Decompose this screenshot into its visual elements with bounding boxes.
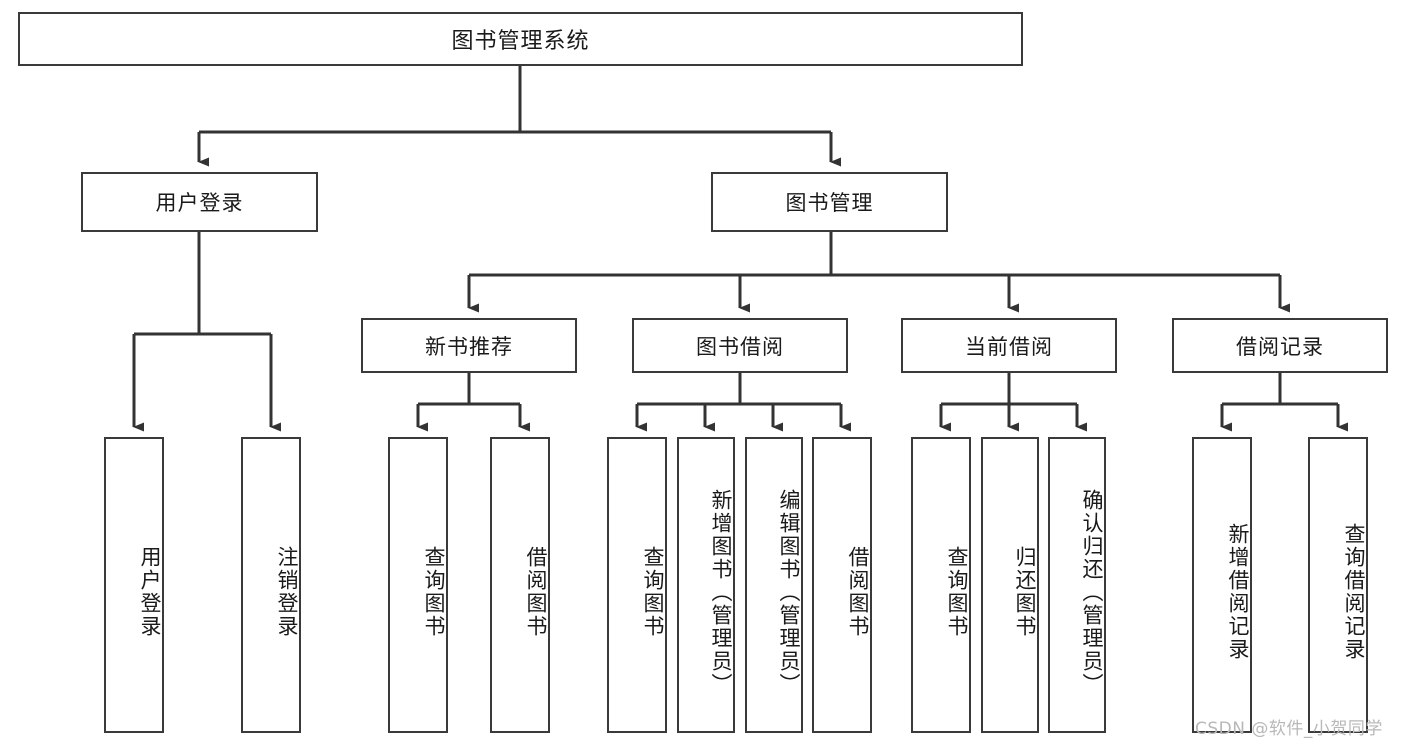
node-new-book-recommend[interactable]: 新书推荐 (361, 318, 577, 373)
node-new-book-recommend-label: 新书推荐 (425, 334, 513, 359)
node-leaf-user-login-label: 用户登录 (138, 546, 162, 638)
node-leaf-user-login[interactable]: 用户登录 (104, 437, 164, 733)
node-leaf-query-book-1[interactable]: 查询图书 (388, 437, 448, 733)
node-leaf-query-borrow-record[interactable]: 查询借阅记录 (1308, 437, 1368, 733)
node-borrow-record-label: 借阅记录 (1236, 334, 1324, 359)
node-leaf-add-book-admin-label: 新增图书（管理员） (709, 488, 733, 696)
node-book-borrow-label: 图书借阅 (696, 334, 784, 359)
node-leaf-add-borrow-record[interactable]: 新增借阅记录 (1192, 437, 1252, 733)
node-leaf-query-book-3-label: 查询图书 (945, 546, 969, 638)
node-leaf-add-book-admin[interactable]: 新增图书（管理员） (677, 437, 735, 733)
node-root-label: 图书管理系统 (451, 29, 590, 54)
node-leaf-logout-login-label: 注销登录 (275, 546, 299, 638)
node-book-management[interactable]: 图书管理 (711, 172, 948, 232)
node-leaf-borrow-book-2-label: 借阅图书 (846, 546, 870, 638)
node-book-management-label: 图书管理 (785, 191, 874, 215)
csdn-watermark: CSDN @软件_小贺同学 (1195, 719, 1383, 739)
node-user-login[interactable]: 用户登录 (81, 172, 318, 232)
node-leaf-edit-book-admin-label: 编辑图书（管理员） (777, 488, 801, 696)
node-leaf-query-book-3[interactable]: 查询图书 (911, 437, 971, 733)
node-leaf-add-borrow-record-label: 新增借阅记录 (1226, 523, 1250, 661)
node-leaf-query-book-2-label: 查询图书 (641, 546, 665, 638)
node-leaf-return-book-label: 归还图书 (1013, 546, 1037, 638)
node-leaf-borrow-book-1-label: 借阅图书 (524, 546, 548, 638)
node-leaf-borrow-book-1[interactable]: 借阅图书 (490, 437, 550, 733)
node-root-book-management-system[interactable]: 图书管理系统 (18, 12, 1023, 66)
node-leaf-borrow-book-2[interactable]: 借阅图书 (812, 437, 872, 733)
node-user-login-label: 用户登录 (155, 191, 244, 215)
node-current-borrow[interactable]: 当前借阅 (901, 318, 1117, 373)
node-leaf-query-borrow-record-label: 查询借阅记录 (1342, 523, 1366, 661)
node-borrow-record[interactable]: 借阅记录 (1172, 318, 1388, 373)
node-leaf-confirm-return-admin[interactable]: 确认归还（管理员） (1048, 437, 1106, 733)
node-book-borrow[interactable]: 图书借阅 (632, 318, 848, 373)
node-leaf-query-book-2[interactable]: 查询图书 (607, 437, 667, 733)
node-current-borrow-label: 当前借阅 (965, 334, 1053, 359)
node-leaf-edit-book-admin[interactable]: 编辑图书（管理员） (745, 437, 803, 733)
node-leaf-query-book-1-label: 查询图书 (422, 546, 446, 638)
node-leaf-logout-login[interactable]: 注销登录 (241, 437, 301, 733)
node-leaf-confirm-return-admin-label: 确认归还（管理员） (1080, 488, 1104, 696)
node-leaf-return-book[interactable]: 归还图书 (981, 437, 1039, 733)
